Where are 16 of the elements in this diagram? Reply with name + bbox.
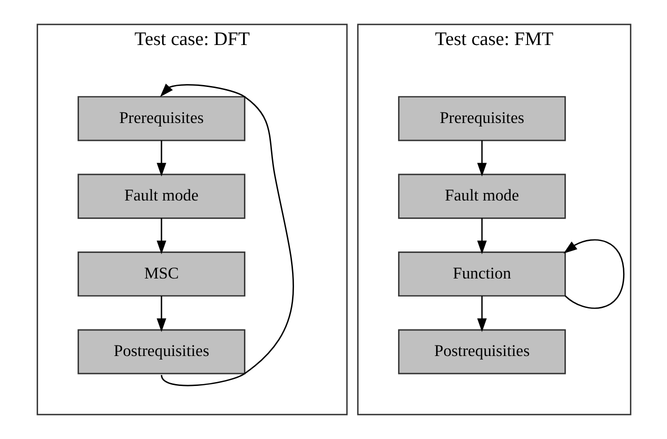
node-box: Postrequisities [398,329,566,374]
node-box: Fault mode [398,174,566,219]
arrow [160,84,294,386]
arrow [476,296,486,332]
node-box: Fault mode [77,174,245,219]
node-box: MSC [77,252,245,297]
arrow [156,296,166,332]
node-box: Prerequisites [77,96,245,142]
arrow [476,218,486,254]
arrow [156,218,166,254]
node-box: Function [398,252,566,297]
arrow [156,140,166,177]
node-box: Prerequisites [398,96,566,142]
arrow [476,140,486,177]
arrow [563,239,624,309]
node-box: Postrequisities [77,329,245,374]
